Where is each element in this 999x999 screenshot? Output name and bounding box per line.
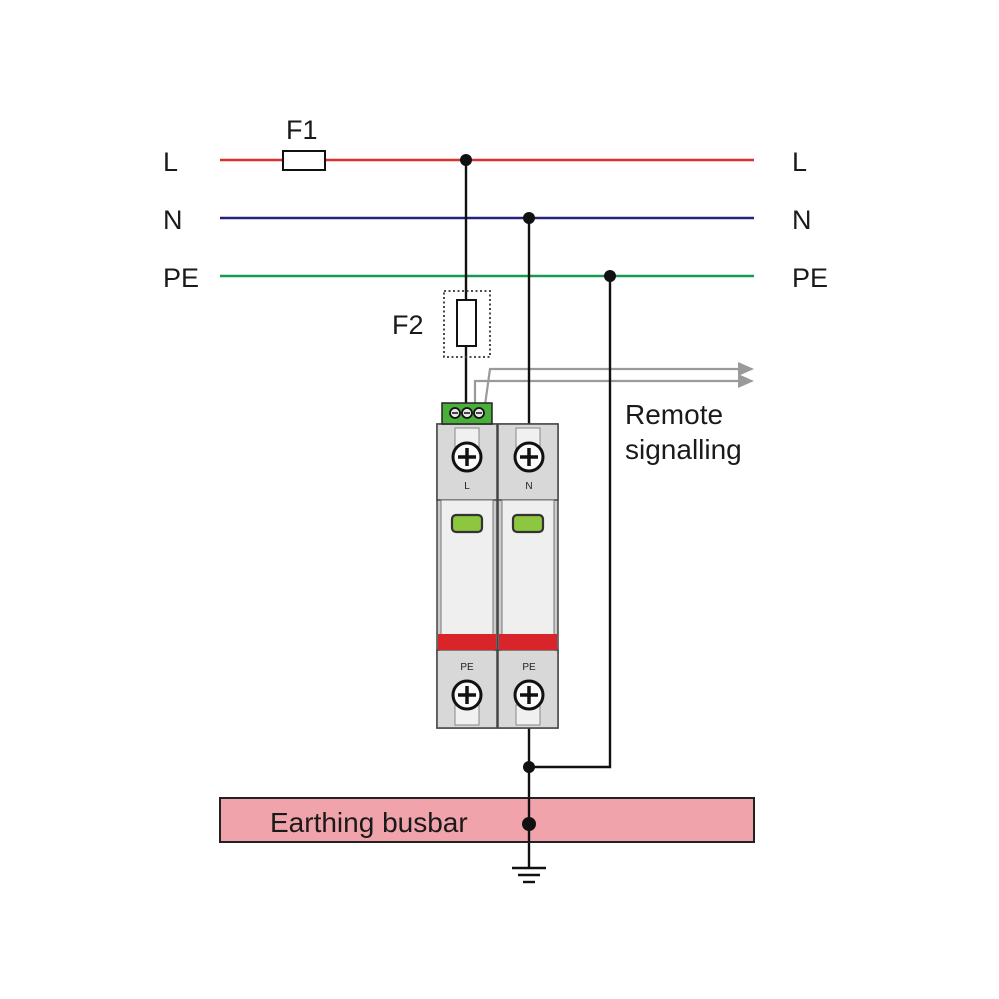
- junction-dot: [523, 212, 535, 224]
- signalling-terminal-block: [441, 402, 493, 425]
- module-right-bottom-label: PE: [522, 662, 536, 673]
- module-right-top-label: N: [525, 481, 532, 492]
- fuse-f1-label: F1: [286, 115, 318, 145]
- black-wiring: [464, 160, 612, 884]
- screw-terminal-icon: [451, 441, 483, 473]
- screw-terminal-icon: [513, 679, 545, 711]
- fuse-f2: [456, 299, 477, 347]
- junction-dot: [522, 817, 536, 831]
- earthing-busbar-label: Earthing busbar: [270, 807, 468, 838]
- label-n-left: N: [163, 205, 183, 235]
- label-l-left: L: [163, 147, 178, 177]
- module-left-bottom-label: PE: [460, 662, 474, 673]
- module-left-top-label: L: [464, 481, 470, 492]
- screw-terminal-icon: [513, 441, 545, 473]
- label-pe-left: PE: [163, 263, 199, 293]
- status-indicator-right: [511, 513, 545, 534]
- arrow-head-icon: [738, 362, 754, 376]
- junction-dot: [460, 154, 472, 166]
- fuse-f2-label: F2: [392, 310, 424, 340]
- junction-dots: [460, 154, 616, 831]
- earthing-busbar: [219, 797, 755, 843]
- red-stripe-left: [438, 634, 496, 650]
- arrow-head-icon: [738, 374, 754, 388]
- label-l-right: L: [792, 147, 807, 177]
- status-indicator-left: [450, 513, 484, 534]
- label-pe-right: PE: [792, 263, 828, 293]
- junction-dot: [604, 270, 616, 282]
- label-n-right: N: [792, 205, 812, 235]
- junction-dot: [523, 761, 535, 773]
- fuse-f1: [282, 150, 326, 171]
- spd-module-right: N PE: [497, 423, 559, 729]
- remote-signalling-wires: [473, 362, 754, 406]
- remote-signalling-label-line1: Remote: [625, 399, 723, 430]
- red-stripe-right: [499, 634, 557, 650]
- fuse-f2-housing: [443, 290, 491, 358]
- remote-signalling-label-line2: signalling: [625, 434, 742, 465]
- screw-terminal-icon: [451, 679, 483, 711]
